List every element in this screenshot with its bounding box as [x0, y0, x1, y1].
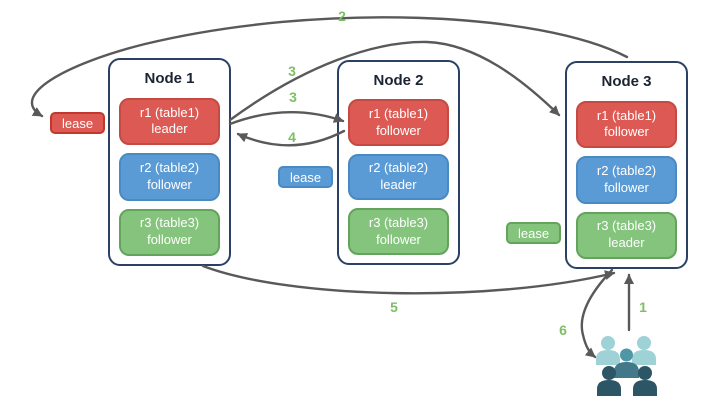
- node1-replica-r3: r3 (table3) follower: [119, 208, 220, 256]
- replica-name: r3 (table3): [139, 215, 200, 231]
- step-label-5: 5: [390, 299, 398, 315]
- lease-tag-red: lease: [50, 112, 106, 134]
- node2-replica-r2: r2 (table2) leader: [348, 153, 449, 201]
- node1-replica-r2: r2 (table2) follower: [119, 153, 220, 201]
- replica-role: follower: [147, 176, 192, 192]
- step-label-1: 1: [639, 299, 647, 315]
- arrow-5-node1-to-node3: [201, 264, 616, 295]
- node2-replica-r1: r1 (table1) follower: [348, 99, 449, 146]
- node-3-title: Node 3: [601, 73, 652, 90]
- arrow-3-node1-to-node2: [228, 110, 345, 126]
- node-1-title: Node 1: [144, 70, 195, 87]
- replica-role: leader: [608, 235, 645, 251]
- step-label-6: 6: [559, 322, 567, 338]
- lease-tag-blue: lease: [278, 166, 334, 188]
- replica-role: follower: [376, 122, 421, 138]
- replica-name: r2 (table2): [368, 160, 429, 176]
- replica-name: r3 (table3): [596, 218, 657, 234]
- step-label-2: 2: [338, 8, 346, 24]
- step-label-4: 4: [288, 129, 296, 145]
- node2-replica-r3: r3 (table3) follower: [348, 208, 449, 255]
- node3-replica-r3: r3 (table3) leader: [576, 211, 677, 259]
- step-label-3b: 3: [289, 89, 297, 105]
- node-2-title: Node 2: [373, 72, 424, 89]
- node-1-box: Node 1 r1 (table1) leader r2 (table2) fo…: [108, 58, 231, 266]
- replica-name: r2 (table2): [139, 159, 200, 175]
- lease-tag-green: lease: [506, 222, 562, 244]
- replica-role: leader: [151, 121, 188, 137]
- node1-replica-r1: r1 (table1) leader: [119, 97, 220, 146]
- replica-role: leader: [380, 177, 417, 193]
- replica-role: follower: [147, 232, 192, 248]
- replica-role: follower: [376, 231, 421, 247]
- replica-name: r3 (table3): [368, 214, 429, 230]
- node-2-box: Node 2 r1 (table1) follower r2 (table2) …: [337, 60, 460, 265]
- replica-name: r1 (table1): [596, 107, 657, 123]
- node3-replica-r1: r1 (table1) follower: [576, 100, 677, 149]
- replica-role: follower: [604, 124, 649, 140]
- replica-role: follower: [604, 179, 649, 195]
- users-group-icon: [596, 336, 657, 396]
- replica-name: r2 (table2): [596, 162, 657, 178]
- step-label-3a: 3: [288, 63, 296, 79]
- replica-name: r1 (table1): [139, 104, 200, 120]
- replica-name: r1 (table1): [368, 105, 429, 121]
- node-3-box: Node 3 r1 (table1) follower r2 (table2) …: [565, 61, 688, 269]
- node3-replica-r2: r2 (table2) follower: [576, 156, 677, 204]
